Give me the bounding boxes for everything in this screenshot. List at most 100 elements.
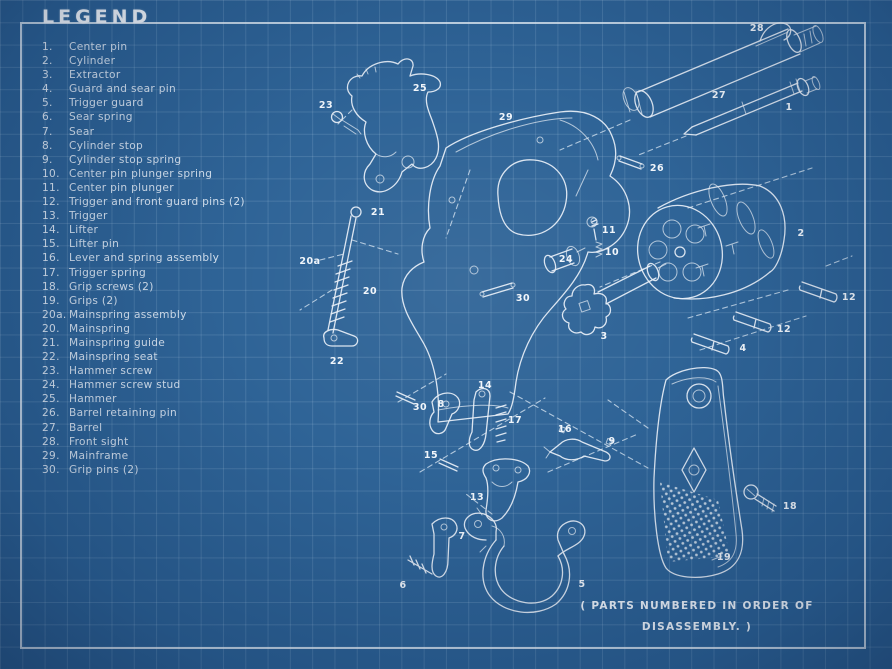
legend-item: 27. Barrel	[42, 422, 302, 436]
part-callout-20a: 20a	[299, 256, 320, 267]
legend-item: 2.Cylinder	[42, 55, 302, 69]
part-callout-6: 6	[399, 580, 406, 591]
grip-part	[653, 366, 744, 579]
legend-item-label: Cylinder stop spring	[69, 153, 182, 166]
legend-item-number: 7.	[42, 125, 53, 138]
part-callout-17: 17	[508, 415, 522, 426]
part-callout-11: 11	[602, 225, 616, 236]
legend-item: 9. Cylinder stop spring	[42, 154, 302, 168]
legend-item-label: Mainspring assembly	[69, 308, 187, 321]
assembly-dashed-lines	[299, 109, 853, 515]
hammer-screw-part	[330, 110, 362, 135]
extractor-part	[561, 262, 667, 336]
part-callouts: 23252928271262121241110243302120a2022141…	[299, 23, 856, 591]
legend-item-number: 11.	[42, 181, 60, 194]
legend-item: 7.Sear	[42, 126, 302, 140]
part-callout-21: 21	[371, 207, 385, 218]
legend-item-label: Grips (2)	[69, 294, 118, 307]
footer-note-line1: ( PARTS NUMBERED IN ORDER OF	[580, 600, 814, 612]
legend-item: 24.Hammer screw stud	[42, 379, 302, 393]
legend-item-number: 20.	[42, 322, 60, 335]
part-callout-13: 13	[470, 492, 484, 503]
legend-item: 4.Guard and sear pin	[42, 83, 302, 97]
part-callout-7: 7	[458, 531, 465, 542]
footer-note-line2: DISASSEMBLY. )	[641, 621, 753, 633]
mainspring-assembly-parts	[323, 206, 362, 347]
legend-item-label: Extractor	[69, 69, 121, 82]
legend-item-number: 27.	[42, 421, 60, 434]
legend-item-number: 8.	[42, 139, 53, 152]
part-callout-22: 22	[330, 356, 344, 367]
part-callout-9: 9	[608, 436, 615, 447]
legend-item: 3.Extractor	[42, 69, 302, 83]
legend-item-number: 19.	[42, 294, 60, 307]
legend-item-label: Grip pins (2)	[69, 463, 139, 476]
part-callout-12: 12	[777, 324, 791, 335]
barrel-retaining-pin-part	[616, 155, 645, 170]
legend-item: 17.Trigger spring	[42, 267, 302, 281]
part-callout-16: 16	[558, 424, 572, 435]
legend-item: 28. Front sight	[42, 436, 302, 450]
legend-item-label: Center pin	[69, 41, 128, 53]
legend-item: 21.Mainspring guide	[42, 337, 302, 351]
legend-item-number: 1.	[42, 41, 53, 53]
legend-item: 16.Lever and spring assembly	[42, 252, 302, 266]
cylinder-stop-part	[395, 391, 461, 435]
legend-item: 20a.Mainspring assembly	[42, 309, 302, 323]
legend-item: 10. Center pin plunger spring	[42, 168, 302, 182]
part-callout-25: 25	[413, 83, 427, 94]
part-callout-12: 12	[842, 292, 856, 303]
legend-item-label: Mainspring guide	[69, 336, 166, 349]
legend-item: 26.Barrel retaining pin	[42, 407, 302, 421]
sear-parts	[407, 517, 458, 578]
legend-item-number: 20a.	[42, 308, 67, 321]
part-callout-14: 14	[478, 380, 492, 391]
part-callout-19: 19	[717, 552, 731, 563]
part-callout-26: 26	[650, 163, 664, 174]
legend-item: 1. Center pin	[42, 41, 302, 55]
legend-item: 30.Grip pins (2)	[42, 464, 302, 478]
legend-item-number: 10.	[42, 167, 60, 180]
legend-item-number: 5.	[42, 97, 53, 110]
legend-item: 6. Sear spring	[42, 111, 302, 125]
legend-item: 25. Hammer	[42, 393, 302, 407]
legend-item: 13.Trigger	[42, 210, 302, 224]
legend-item-number: 25.	[42, 393, 60, 406]
legend-item-label: Center pin plunger	[69, 181, 174, 194]
part-callout-24: 24	[559, 254, 573, 265]
part-callout-27: 27	[712, 90, 726, 101]
legend-item: 8.Cylinder stop	[42, 140, 302, 154]
legend-item-label: Cylinder	[69, 55, 116, 68]
legend-item-label: Mainspring seat	[69, 351, 158, 364]
legend-item-label: Barrel	[69, 421, 103, 434]
legend-item-label: Hammer screw stud	[69, 379, 181, 392]
legend-item-label: Hammer screw	[69, 365, 153, 378]
legend-item-label: Center pin plunger spring	[69, 167, 213, 180]
legend-item-number: 29.	[42, 449, 60, 462]
legend-item-number: 9.	[42, 153, 53, 166]
legend-item-label: Guard and sear pin	[69, 83, 177, 96]
part-callout-8: 8	[437, 399, 444, 410]
legend-item-label: Hammer	[69, 393, 117, 406]
legend-item: 11. Center pin plunger	[42, 182, 302, 196]
legend-item-number: 6.	[42, 111, 53, 124]
center-pin-part	[683, 75, 821, 136]
legend-item-label: Sear spring	[69, 111, 133, 124]
part-callout-10: 10	[605, 247, 619, 258]
guard-pins-parts	[690, 281, 838, 355]
legend-item-label: Front sight	[69, 435, 129, 448]
legend-item-label: Trigger guard	[69, 97, 144, 110]
footer-note: ( PARTS NUMBERED IN ORDER OF DISASSEMBLY…	[552, 596, 842, 638]
legend-item-number: 28.	[42, 435, 60, 448]
legend-item: 23.Hammer screw	[42, 365, 302, 379]
legend-item: 29.Mainframe	[42, 450, 302, 464]
part-callout-5: 5	[578, 579, 585, 590]
part-callout-30: 30	[516, 293, 530, 304]
legend-item-number: 14.	[42, 224, 60, 237]
mainframe-part	[401, 110, 631, 423]
legend-item-number: 15.	[42, 238, 60, 251]
